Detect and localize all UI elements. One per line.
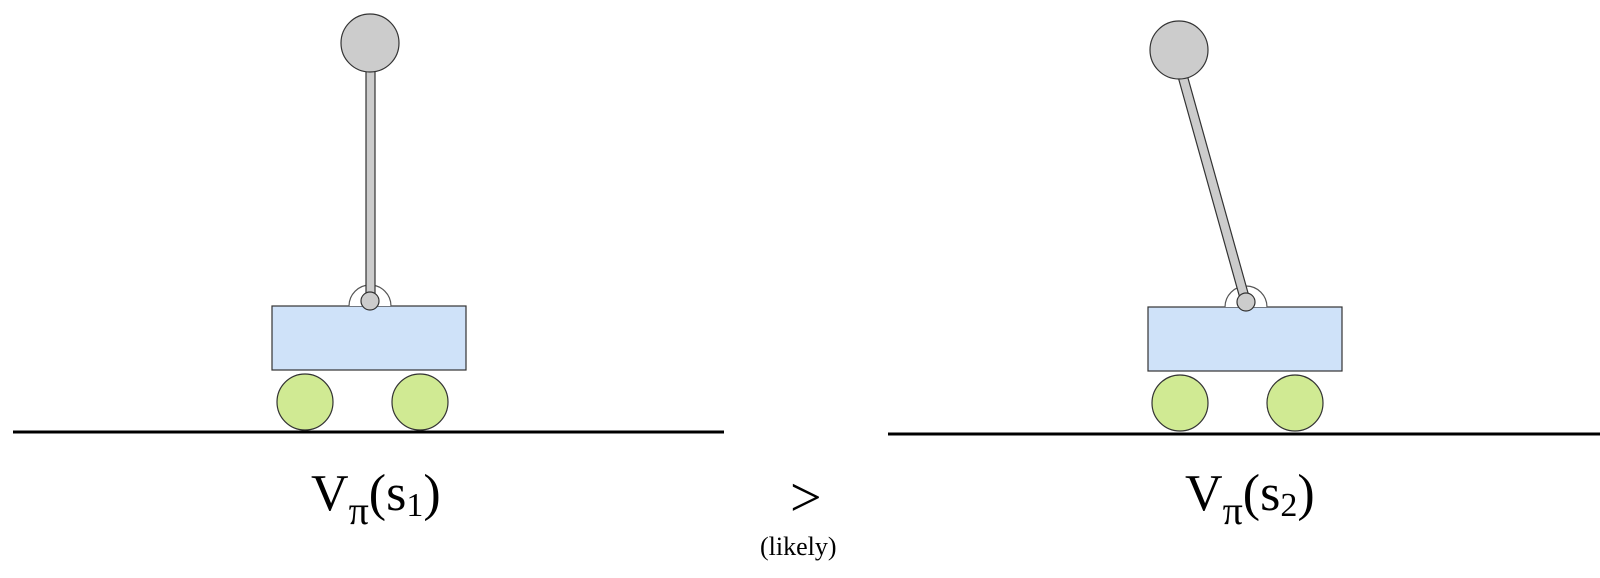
right-wheel-back <box>1151 374 1209 432</box>
right-state-value-label: Vπ(s2) <box>1185 468 1315 531</box>
left-open-paren: ( <box>368 465 387 522</box>
left-pole-ball <box>340 13 400 73</box>
left-state-symbol: s <box>386 465 407 522</box>
right-close-paren: ) <box>1297 465 1315 522</box>
right-pivot-joint <box>1236 292 1256 312</box>
right-state-index: 2 <box>1280 487 1298 524</box>
left-state-index: 1 <box>406 487 424 524</box>
left-value-symbol: V <box>311 465 349 522</box>
right-pole <box>1176 70 1251 303</box>
left-close-paren: ) <box>423 465 441 522</box>
left-pole <box>365 59 376 304</box>
right-state-symbol: s <box>1260 465 1281 522</box>
right-policy-symbol: π <box>1222 488 1243 533</box>
right-value-symbol: V <box>1185 465 1223 522</box>
left-policy-symbol: π <box>348 488 369 533</box>
left-state-value-label: Vπ(s1) <box>311 468 441 531</box>
right-pole-ball <box>1149 20 1209 80</box>
left-wheel-back <box>276 373 334 431</box>
right-cartpole <box>888 20 1600 436</box>
right-wheel-front <box>1266 374 1324 432</box>
comparison-operator: > <box>790 467 822 529</box>
left-cart-body <box>271 305 467 371</box>
left-pivot-joint <box>360 291 380 311</box>
right-cart-body <box>1147 306 1343 372</box>
left-cartpole <box>13 13 724 434</box>
right-open-paren: ( <box>1242 465 1261 522</box>
comparison-qualifier: (likely) <box>760 532 837 561</box>
left-wheel-front <box>391 373 449 431</box>
